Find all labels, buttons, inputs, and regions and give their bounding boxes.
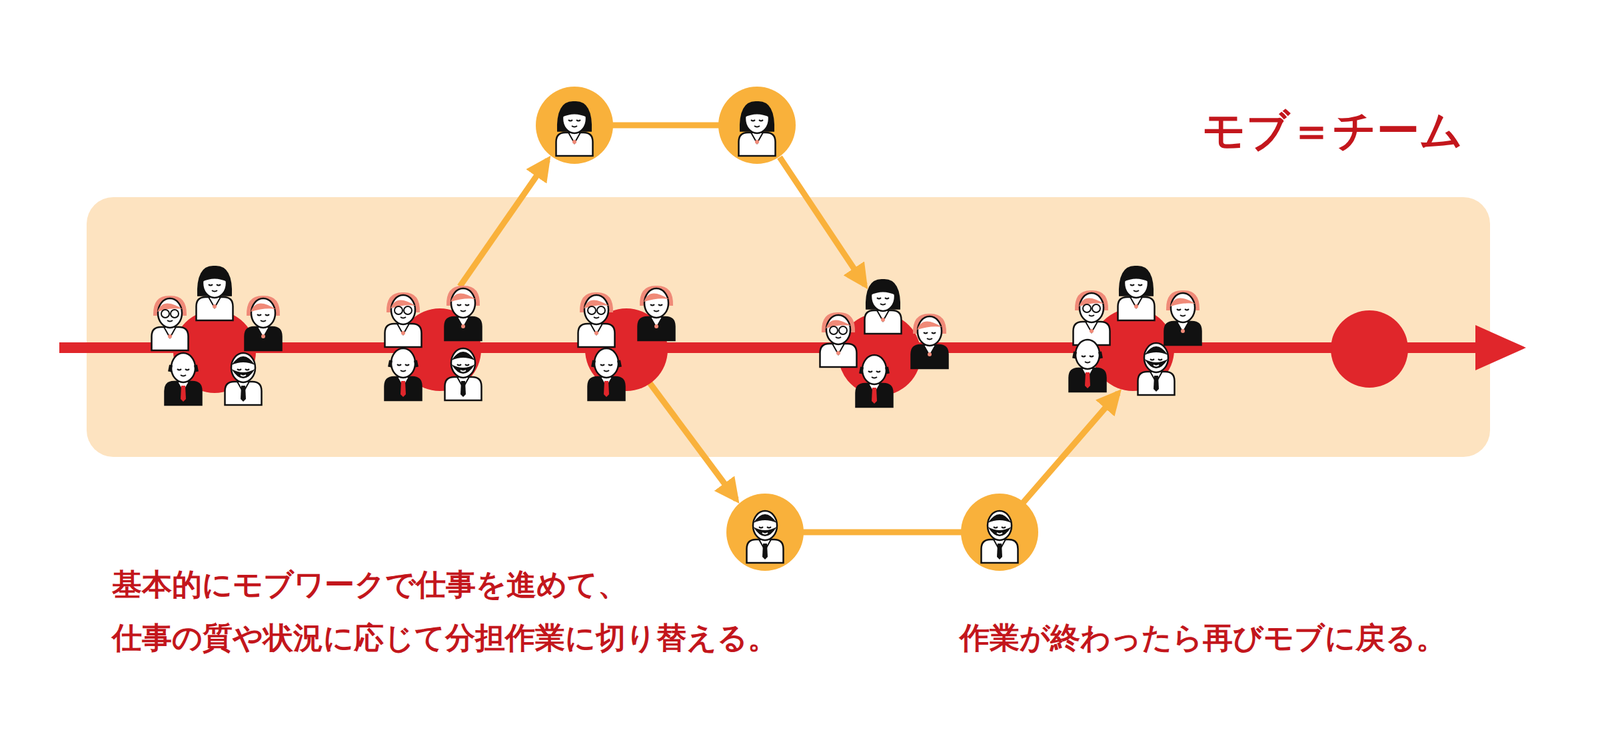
note-holder: 作業が終わったら再びモブに戻る。	[959, 611, 1560, 666]
person-icon	[385, 348, 422, 401]
person-icon	[1073, 290, 1111, 346]
person-icon	[638, 285, 676, 341]
person-icon	[385, 292, 422, 348]
note-text: 作業が終わったら再びモブに戻る。	[959, 611, 1560, 666]
branch-arrow	[599, 122, 734, 129]
solo-work-circle	[726, 493, 804, 572]
note-text: 基本的にモブワークで仕事を進めて、 仕事の質や状況に応じて分担作業に切り替える。	[111, 558, 859, 666]
team-band	[86, 197, 1491, 458]
person-icon	[588, 348, 626, 401]
person-icon	[196, 265, 234, 321]
title-holder: モブ＝チーム	[1202, 105, 1464, 157]
branch-arrow	[779, 157, 865, 286]
person-icon	[820, 312, 857, 368]
solo-work-circle	[718, 86, 796, 164]
person-icon	[864, 279, 902, 334]
branch-arrow	[793, 529, 973, 536]
person-icon	[1164, 290, 1202, 346]
person-icon	[739, 101, 776, 156]
note-holder: 基本的にモブワークで仕事を進めて、 仕事の質や状況に応じて分担作業に切り替える。	[111, 558, 859, 666]
person-icon	[1069, 339, 1107, 392]
diagram-title: モブ＝チーム	[1202, 105, 1464, 157]
branch-arrow	[459, 159, 548, 287]
person-icon	[1138, 343, 1175, 396]
person-icon	[856, 355, 893, 408]
person-icon	[245, 295, 282, 351]
person-icon	[225, 353, 262, 406]
person-icon	[911, 313, 949, 369]
person-icon	[981, 511, 1019, 564]
solo-work-circle	[535, 86, 614, 164]
timeline-arrowhead	[1475, 325, 1527, 371]
person-icon	[445, 285, 482, 341]
person-icon	[151, 295, 189, 351]
person-icon	[165, 353, 202, 406]
person-icon	[747, 511, 784, 564]
branch-arrow	[1022, 393, 1119, 504]
person-icon	[1118, 265, 1155, 321]
solo-work-circle	[960, 493, 1039, 572]
person-icon	[578, 292, 616, 348]
person-icon	[445, 348, 482, 401]
goal-dot	[1330, 310, 1409, 388]
branch-arrow	[649, 383, 737, 500]
person-icon	[556, 101, 594, 156]
